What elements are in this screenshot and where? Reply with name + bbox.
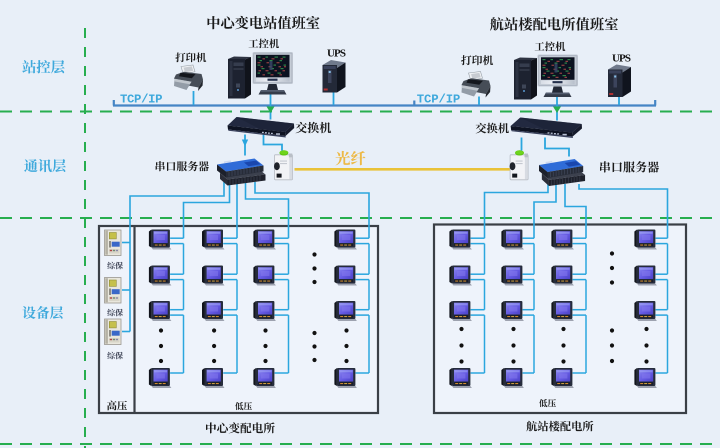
svg-text:UPS: UPS xyxy=(327,48,346,60)
svg-text:TCP/IP: TCP/IP xyxy=(417,92,461,106)
svg-text:TCP/IP: TCP/IP xyxy=(120,92,163,106)
svg-text:UPS: UPS xyxy=(612,53,631,65)
